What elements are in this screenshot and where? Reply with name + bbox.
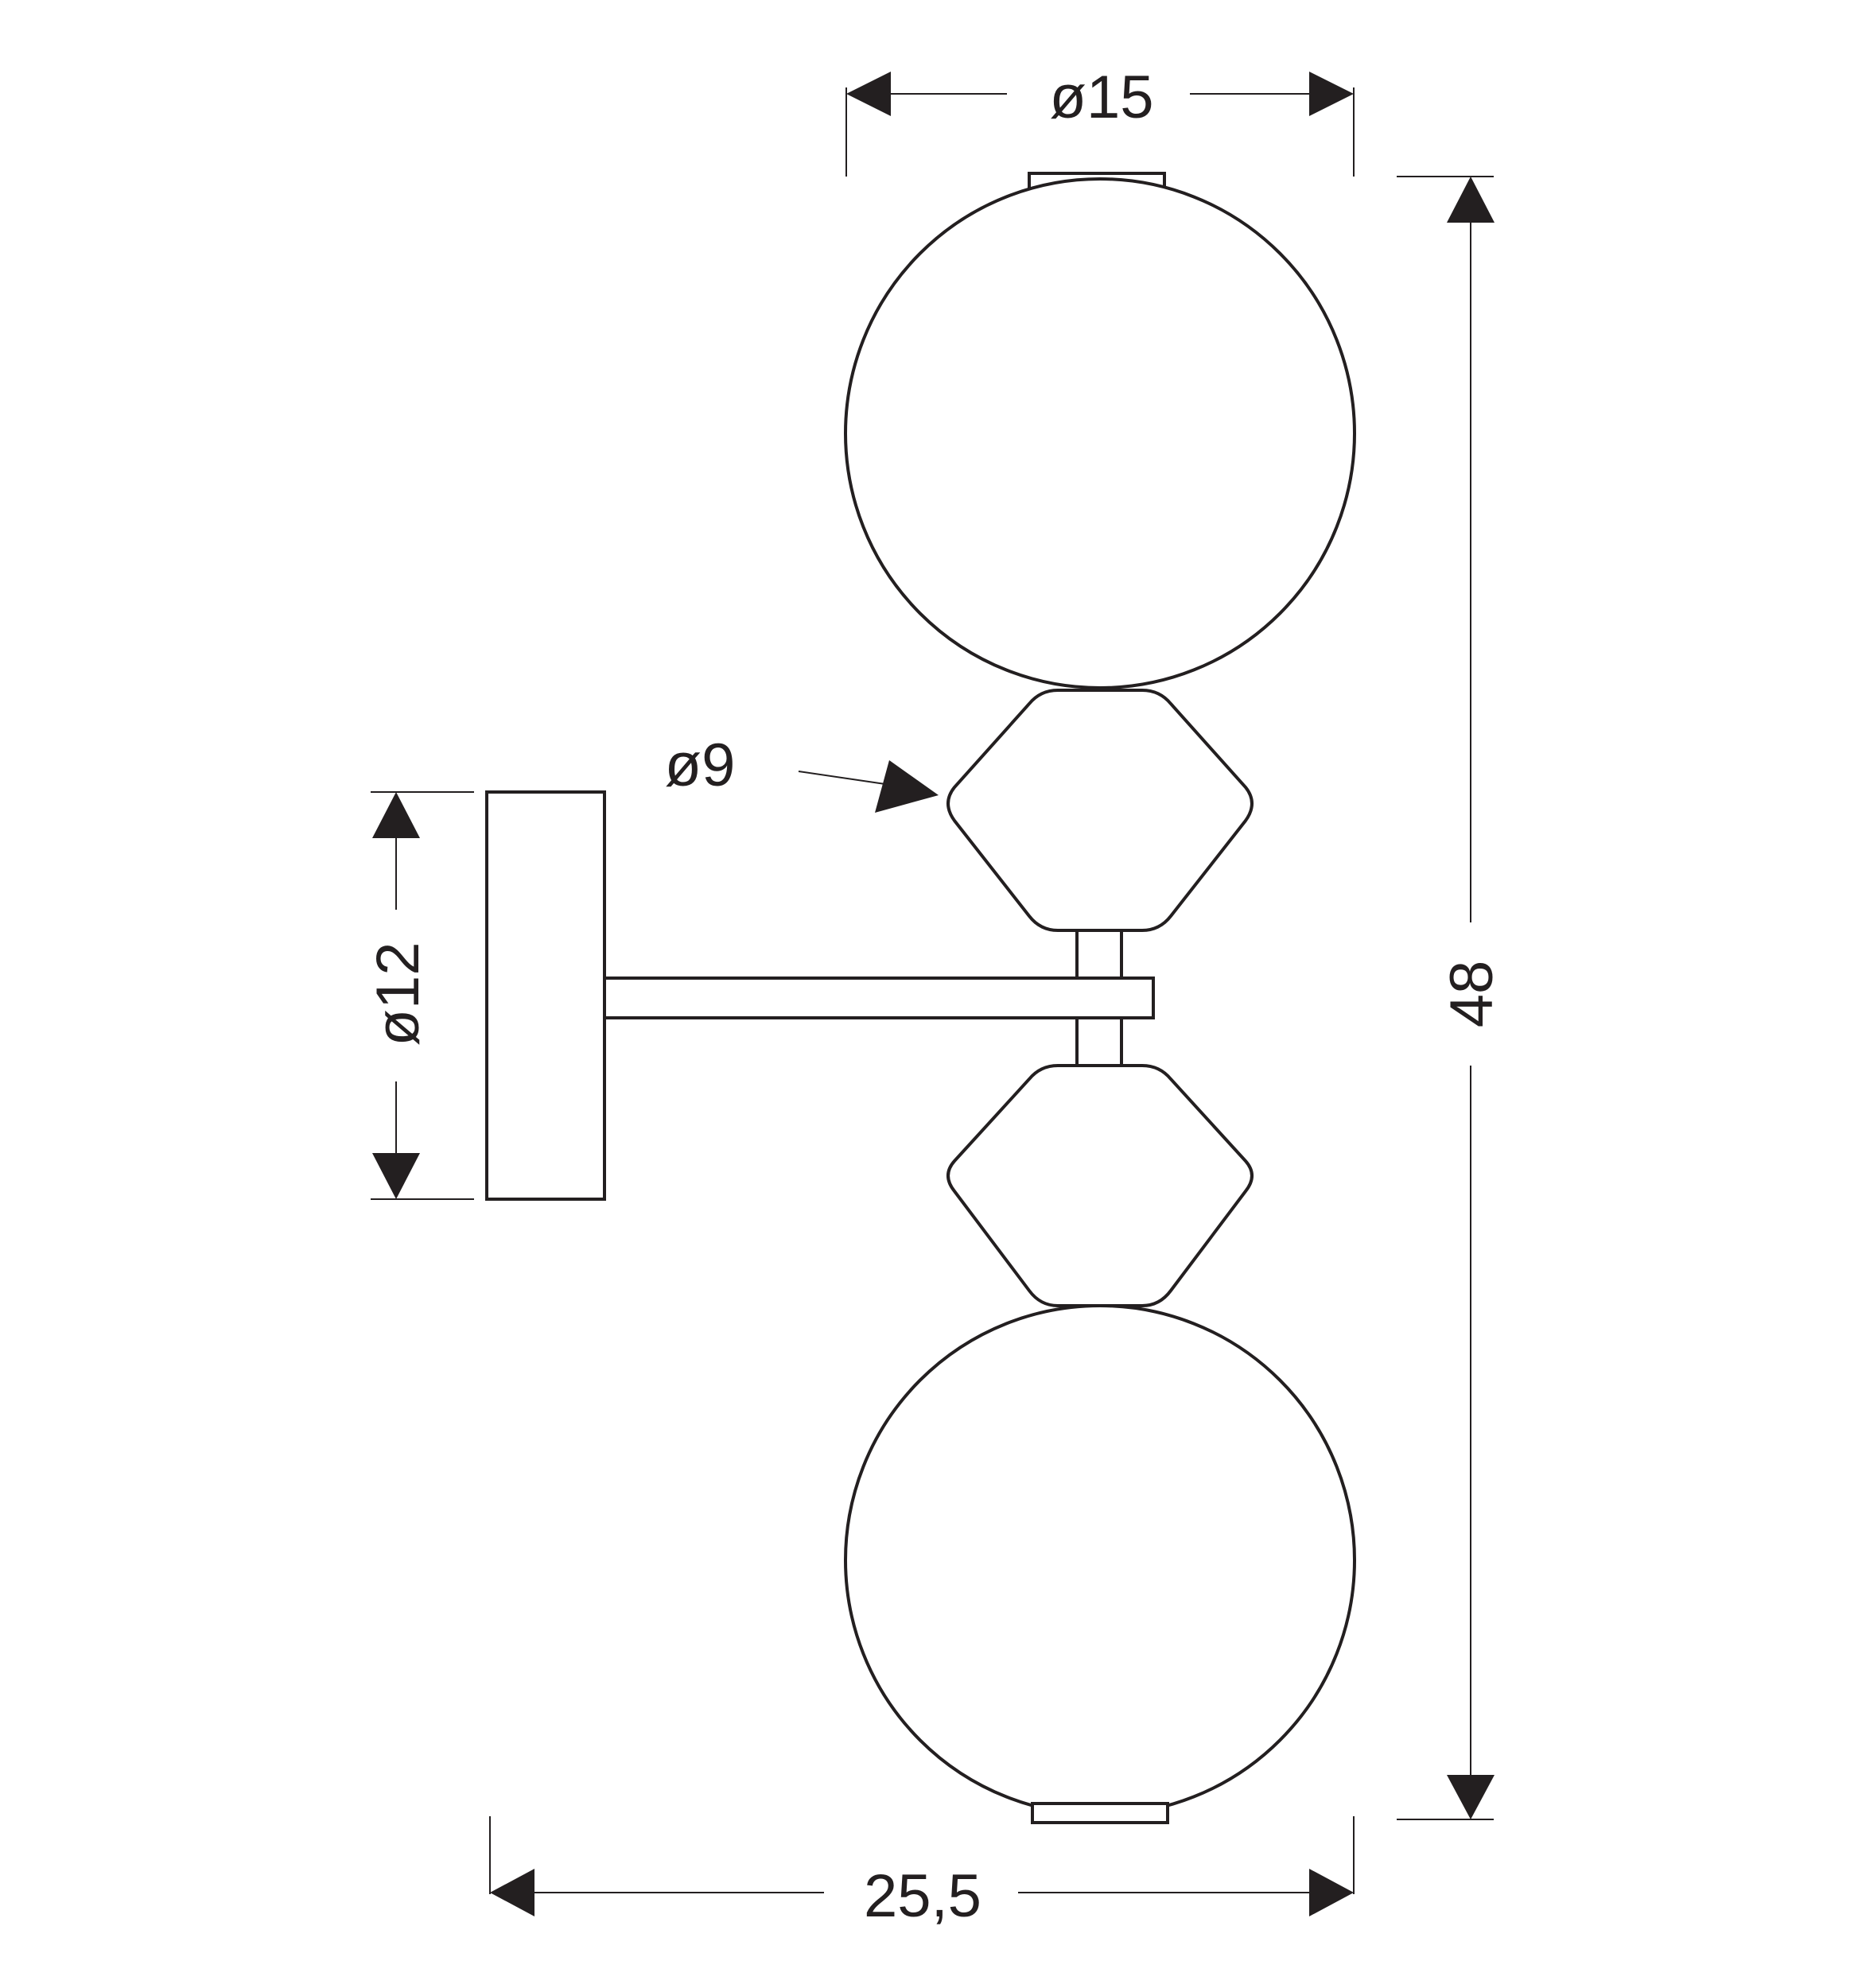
dimension-diamond-diameter: ø9 (665, 732, 939, 813)
backplate-diameter-label: ø12 (364, 942, 432, 1046)
lower-connector (1075, 1016, 1123, 1067)
diamond-diameter-label: ø9 (665, 732, 736, 799)
upper-connector (1075, 929, 1123, 980)
dimension-total-height: 48 (1397, 176, 1506, 1820)
total-width-label: 25,5 (864, 1862, 981, 1930)
total-height-label: 48 (1438, 961, 1506, 1028)
upper-diamond (946, 689, 1254, 932)
dimension-globe-diameter: ø15 (845, 64, 1355, 177)
lower-globe (844, 1304, 1356, 1816)
lamp-outline (485, 172, 1356, 1824)
dimension-total-width: 25,5 (489, 1816, 1355, 1930)
bottom-cap (1031, 1802, 1169, 1824)
globe-diameter-label: ø15 (1050, 64, 1154, 131)
arm (603, 977, 1155, 1019)
upper-globe (844, 177, 1356, 689)
wall-backplate (485, 790, 606, 1201)
dimension-backplate-diameter: ø12 (364, 791, 474, 1200)
lower-diamond (946, 1064, 1254, 1307)
